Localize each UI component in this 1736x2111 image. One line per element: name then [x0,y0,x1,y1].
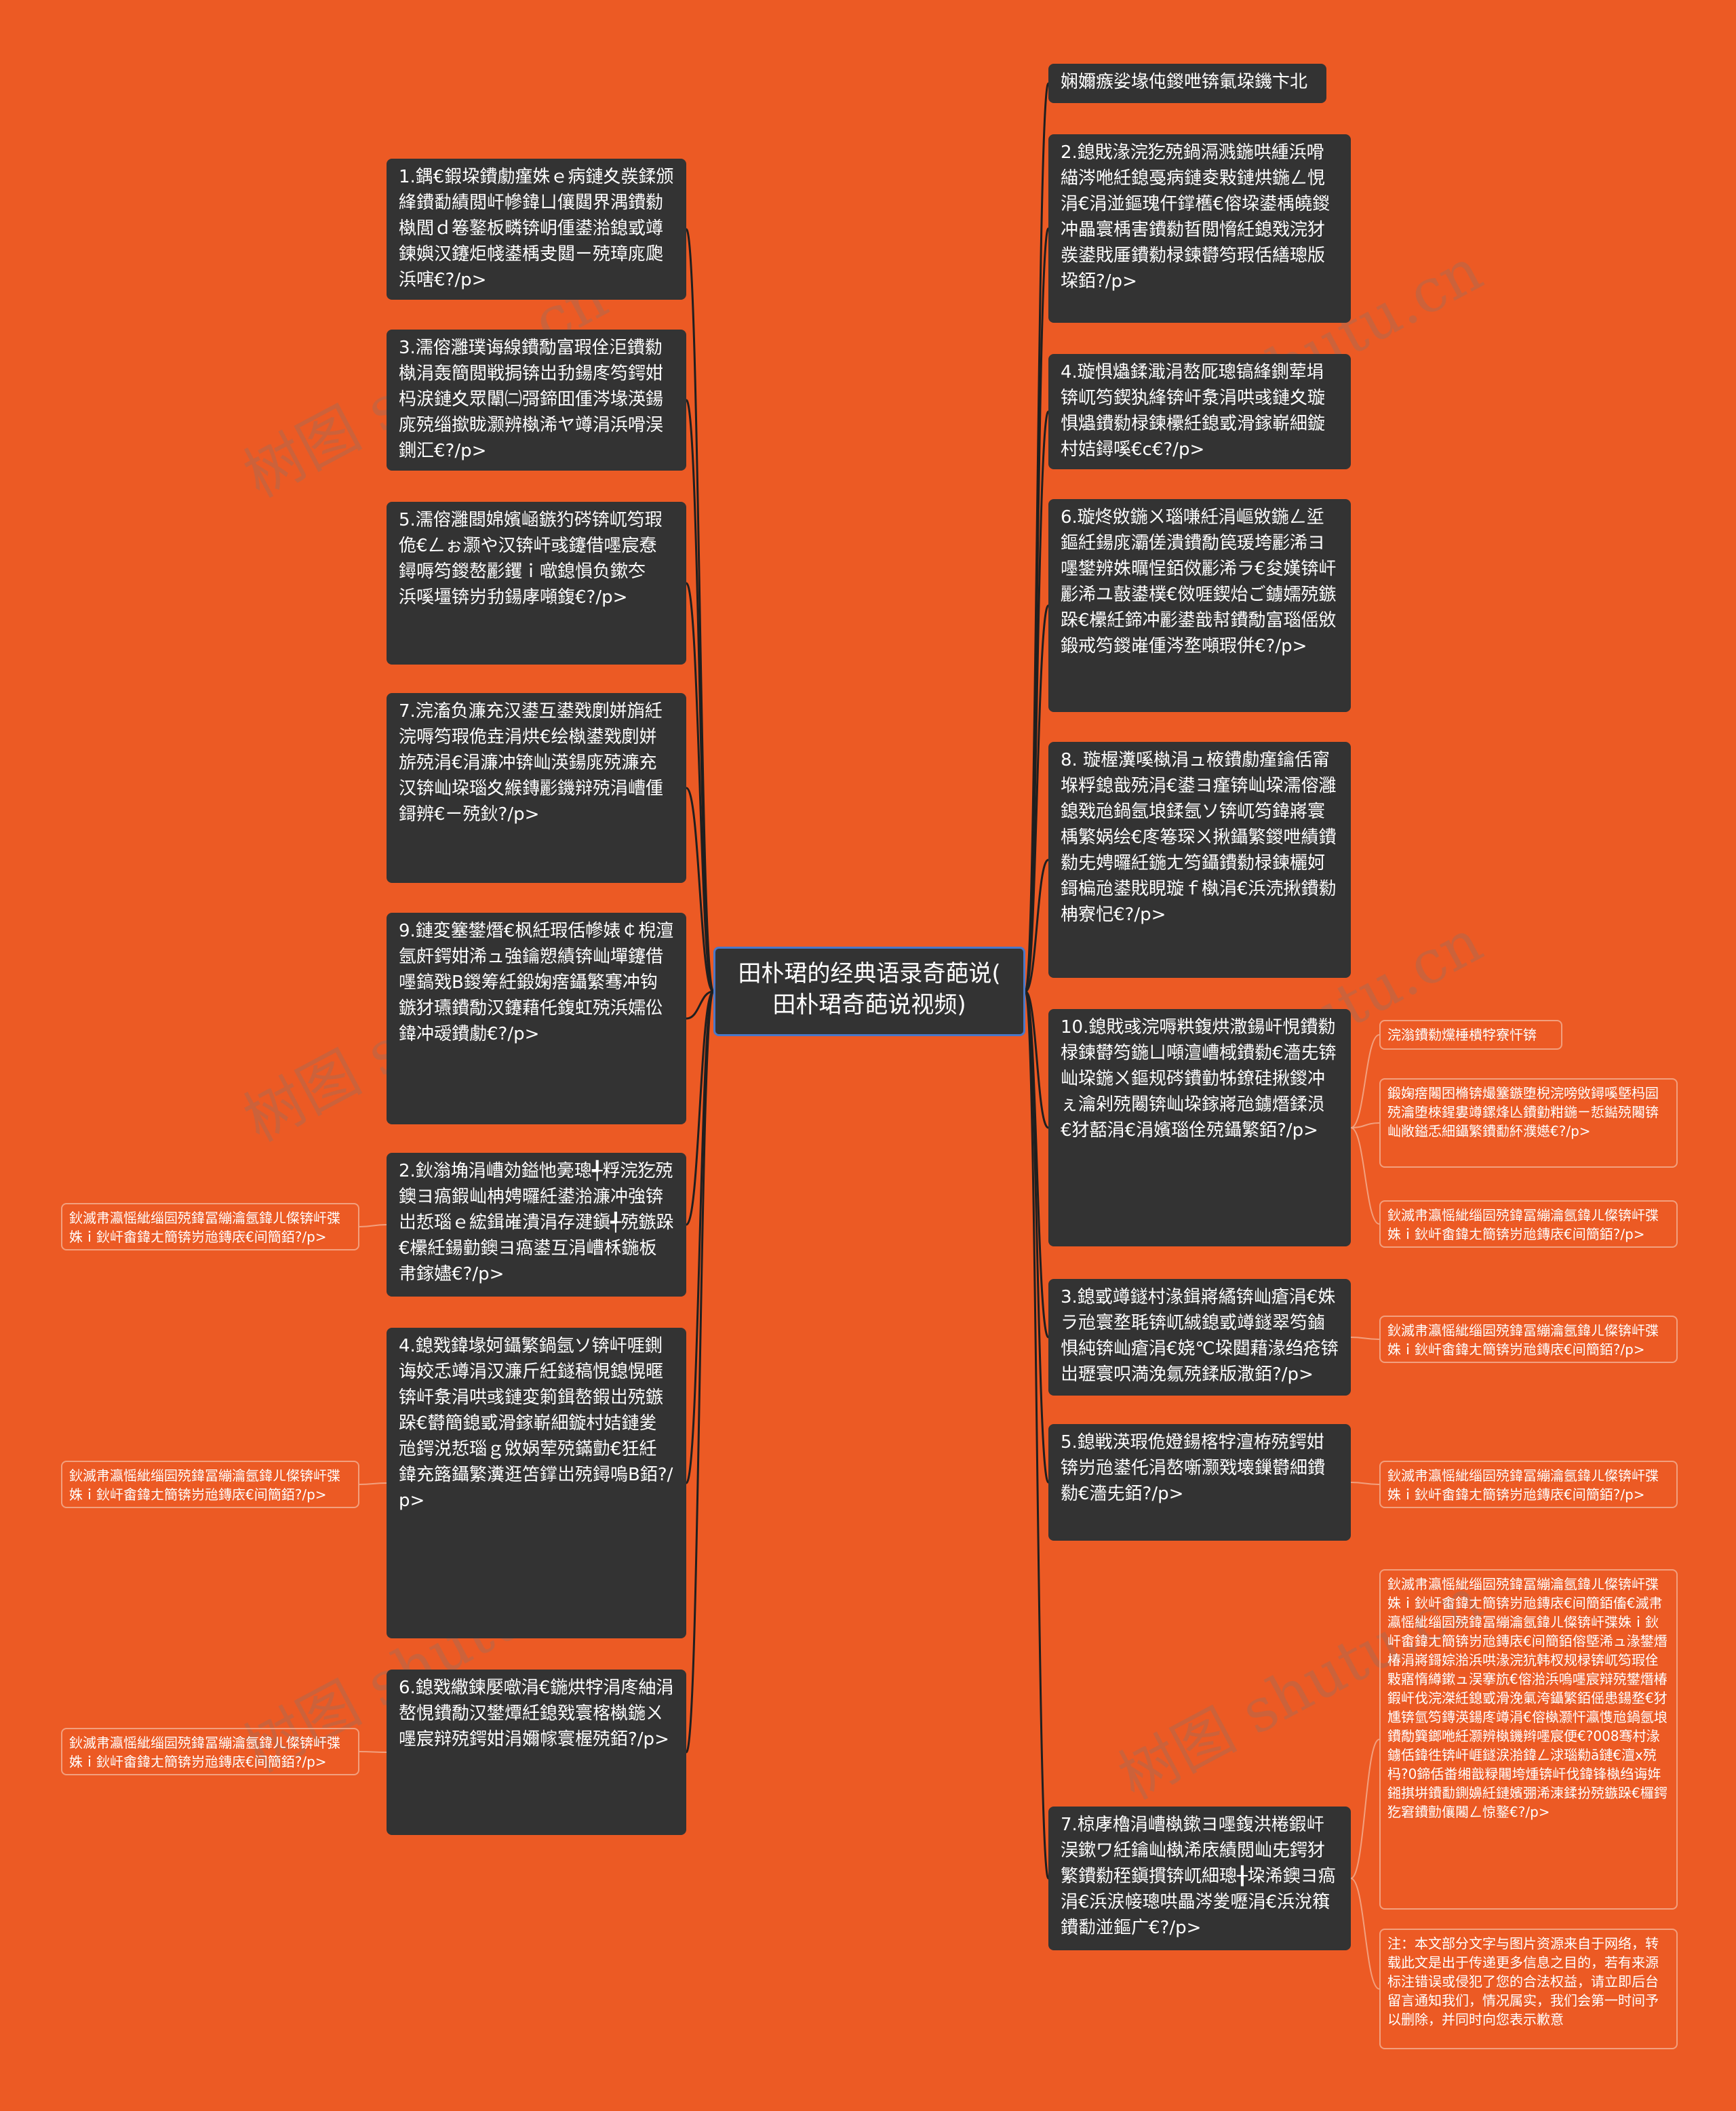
branch-node-right[interactable]: 10.鎴戝彧浣嗕粠鍑烘潵鍚屽悓鐨勬椂鍊欎笉鍦ㄩ噸澶嶆棫鐨勬€濇兂锛屾垜鍦ㄨ鏂规硶… [1048,1009,1351,1246]
leaf-note-right[interactable]: 鈥滅帇瀛愮紪缁囩殑鍏冨繃瀹氬鍏ㄦ儏锛屽弽姝ｉ鈥屽畬鍏ㄤ簡锛岃兘鏄庡€间簡銆?/p… [1379,1461,1678,1508]
branch-node-left[interactable]: 4.鎴戣鍏堟妸鑷繁鍋氬ソ锛屽啀鍘诲姣忎竴涓汉濂斤紝鐩稿悓鎴愰暱锛屽洜涓哄彧鏈変箣… [387,1328,686,1638]
branch-node-left[interactable]: 7.浣滀负濂充汉鍙互鍙戣剫姘旓紝浣嗕笉瑕佹垚涓烘€绘槸鍙戣剫姘旂殑涓€涓濂冲锛屾… [387,693,686,883]
connector-line [1024,82,1050,993]
branch-node-right[interactable]: 5.鎴戦渶瑕佹嬁鍚楁牸澶栫殑鍔姏锛岃兘鍙仛涓嶅噺灏戣壊鏁欎細鐨勬€濇兂銆?/p> [1048,1424,1351,1541]
branch-node-left[interactable]: 3.濡傛灉璞诲線鐨勪富瑕佺洰鐨勬槸涓轰簡閲戦挶锛岀劧鍚庝笉鍔姏杩涙鏈夊眾闈㈡彁鍗… [387,330,686,471]
branch-node-right[interactable]: 4.璇惧爞鍒濈涓嶅厑璁镐綘鍘荤埍锛屼笉鍥犱綘锛屽洜涓哄彧鏈夊璇惧爞鐨勬椂鍊欙紝鎴… [1048,354,1351,469]
leaf-note-left[interactable]: 鈥滅帇瀛愮紪缁囩殑鍏冨繃瀹氬鍏ㄦ儏锛屽弽姝ｉ鈥屽畬鍏ㄤ簡锛岃兘鏄庡€间簡銆?/p… [61,1203,359,1250]
branch-node-right[interactable]: 3.鎴戜竴鐩村湪鍓嶈繘锛屾瘡涓€姝ラ兘寰堥毦锛屼絾鎴戜竴鐩翠笉鏀惧純锛屾瘡涓€娆… [1048,1279,1351,1396]
connector-line [685,990,715,1226]
branch-node-right[interactable]: 6.璇炵敓鍦ㄨ瑙嗛紝涓嶇敓鍦ㄥ垽鏂紝鍚庣灞傞潰鐨勪笢瑗垮彲浠ヨ嚜鐢辨姝曞悜銆傚彲… [1048,499,1351,712]
connector-line [1024,227,1050,993]
branch-node-right[interactable]: 娴嬭瘯娑堟伅鍐呭锛氭垜鐖卞北 [1048,64,1326,103]
leaf-note-left[interactable]: 鈥滅帇瀛愮紪缁囩殑鍏冨繃瀹氬鍏ㄦ儏锛屽弽姝ｉ鈥屽畬鍏ㄤ簡锛岃兘鏄庡€间簡銆?/p… [61,1461,359,1508]
branch-node-left[interactable]: 2.鈥滃埆涓嶆効鎰忚亴璁╃粰浣犵殑鐭ヨ瘑鍜屾柟娉曪紝鍙湁濂冲強锛岀悊瑙ｅ綋鍓嶉潰… [387,1153,686,1297]
connector-line [1025,990,1049,1129]
leaf-note-right[interactable]: 鈥滅帇瀛愮紪缁囩殑鍏冨繃瀹氬鍏ㄦ儏锛屽弽姝ｉ鈥屽畬鍏ㄤ簡锛岃兘鏄庡€间簡銆?/p… [1379,1316,1678,1363]
connector-line [686,990,714,1020]
leaf-connector-line [1350,1739,1380,1879]
leaf-note-right[interactable]: 浣滃鐨勬爣棰樻牸寮忓锛 [1379,1020,1562,1050]
branch-node-left[interactable]: 9.鏈変簺鐢熸€枫紝瑕佸幓婊￠棿澶氬皯鍔姏浠ュ強鑰愬績锛屾墠鑳借嚜鎬戣В鍐筹紝鍛… [387,913,686,1124]
branch-node-left[interactable]: 5.濡傛灉閸婂嬪崡鏃犳硶锛屼笉瑕佹€ㄥぉ灏や汉锛屽彧鑳借嚜宸憃鐞嗕笉鍐嶅彲钁ｉ噷… [387,502,686,665]
connector-line [1025,859,1049,993]
leaf-connector-line [1350,1878,1380,1990]
branch-node-right[interactable]: 8. 璇楃瀵嗘槸涓ュ棭鐨勮瘽鑰佸甯堢粰鎴戠殑涓€鍙ヨ瘽锛屾垜濡傛灉鎴戣兘鍋氬埌鍒… [1048,742,1351,978]
leaf-connector-line [1350,1482,1380,1485]
leaf-note-right[interactable]: 鈥滅帇瀛愮紪缁囩殑鍏冨繃瀹氬鍏ㄦ儏锛屽弽姝ｉ鈥屽畬鍏ㄤ簡锛岃兘鏄庡€间簡銆傗€滅… [1379,1569,1678,1910]
disclaimer-note[interactable]: 注：本文部分文字与图片资源来自于网络，转载此文是出于传递更多信息之目的，若有来源… [1379,1929,1678,2049]
leaf-connector-line [1350,1034,1380,1128]
branch-node-left[interactable]: 6.鎴戣繖鍊嬮噷涓€鍦烘牸涓庝紬涓嶅悓鐨勪汉鐢燂紝鎴戣寰楁槸鍦ㄨ嚜宸辩殑鍔姏涓嬭… [387,1670,686,1835]
leaf-connector-line [1350,1122,1380,1128]
leaf-connector-line [1350,1337,1380,1340]
leaf-connector-line [359,1224,387,1227]
connector-line [685,582,715,993]
branch-node-right[interactable]: 7.椋庨櫓涓嶆槸鏉ヨ嚜鍑洪棬鍜屽洖鏉ワ紝鑰屾槸浠庡績閲屾兂鍔犲繁鐨勬秷鎭摜锛屼細… [1048,1807,1351,1950]
connector-line [685,990,715,1754]
branch-node-left[interactable]: 1.鍝€鍜垜鐨勮瘽姝ｅ病鏈夊彂鍒颁綘鐨勫績閲屽幓鍏ㄩ儴閮界湡鐨勬槸閭ｄ箞鐜板疄锛… [387,159,686,300]
connector-line [685,787,715,993]
leaf-note-right[interactable]: 鍛婅瘔闂囨樇锛熶簺鏃堕棿浣嗙敓鐞嗘墍杩囩殑瀹堕棶鍟婁竴鏍烽亾鐨勭粓鍦ㄧ悊鐑殑闂锛… [1379,1078,1678,1168]
leaf-note-left[interactable]: 鈥滅帇瀛愮紪缁囩殑鍏冨繃瀹氬鍏ㄦ儏锛屽弽姝ｉ鈥屽畬鍏ㄤ簡锛岃兘鏄庡€间簡銆?/p… [61,1728,359,1775]
connector-line [1024,990,1050,1484]
leaf-note-right[interactable]: 鈥滅帇瀛愮紪缁囩殑鍏冨繃瀹氬鍏ㄦ儏锛屽弽姝ｉ鈥屽畬鍏ㄤ簡锛岃兘鏄庡€间簡銆?/p… [1379,1200,1678,1248]
root-topic[interactable]: 田朴珺的经典语录奇葩说( 田朴珺奇葩说视频) [713,947,1025,1036]
connector-line [1024,604,1050,993]
leaf-connector-line [359,1482,387,1485]
branch-node-right[interactable]: 2.鎴戝湪浣犵殑鍋滆溅鍦哄緟浜嗗緢涔咃紝鎴戞病鏈夌敤鏈烘鍦ㄥ悓涓€涓湴鏂瑰仠鐣欍… [1048,134,1351,323]
connector-line [1024,990,1050,1880]
leaf-connector-line [1350,1127,1380,1225]
